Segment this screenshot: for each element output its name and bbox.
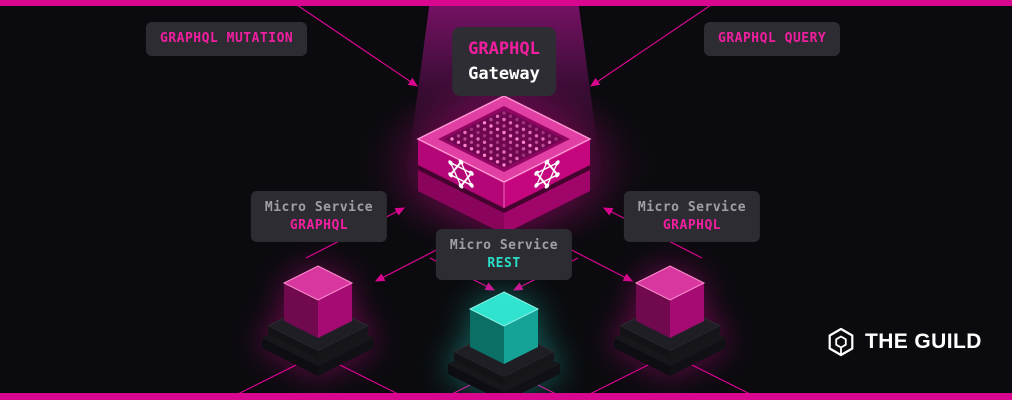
gateway-cube-illustration — [416, 95, 592, 234]
gateway-title: GRAPHQL Gateway — [452, 27, 556, 97]
service-protocol: GRAPHQL — [662, 217, 722, 233]
service-protocol: REST — [487, 255, 521, 271]
service-cube-graphql-right — [614, 265, 726, 376]
gateway-title-gateway: Gateway — [468, 63, 540, 84]
guild-logo-icon — [828, 327, 854, 357]
graphql-query-text: GRAPHQL QUERY — [718, 31, 827, 46]
service-label-rest: Micro Service REST — [435, 229, 573, 281]
graphql-logo-icon — [448, 159, 474, 189]
graphql-query-label: GRAPHQL QUERY — [704, 22, 841, 56]
service-cube-rest — [448, 291, 560, 400]
dot-matrix-panel — [450, 111, 558, 167]
top-border-strip — [0, 0, 1012, 6]
graphql-mutation-label: GRAPHQL MUTATION — [146, 22, 308, 56]
bottom-border-strip — [0, 393, 1012, 400]
service-protocol: GRAPHQL — [289, 217, 349, 233]
guild-logo: THE GUILD — [826, 327, 982, 357]
gateway-title-graphql: GRAPHQL — [468, 39, 540, 59]
service-name: Micro Service — [449, 238, 559, 253]
service-label-graphql-right: Micro Service GRAPHQL — [623, 191, 761, 243]
graphql-mutation-text: GRAPHQL MUTATION — [160, 31, 294, 46]
service-label-graphql-left: Micro Service GRAPHQL — [250, 191, 388, 243]
service-name: Micro Service — [637, 200, 747, 215]
service-cube-graphql-left — [262, 265, 374, 376]
service-name: Micro Service — [264, 200, 374, 215]
graphql-logo-icon — [534, 159, 560, 189]
guild-logo-text: THE GUILD — [865, 330, 982, 353]
